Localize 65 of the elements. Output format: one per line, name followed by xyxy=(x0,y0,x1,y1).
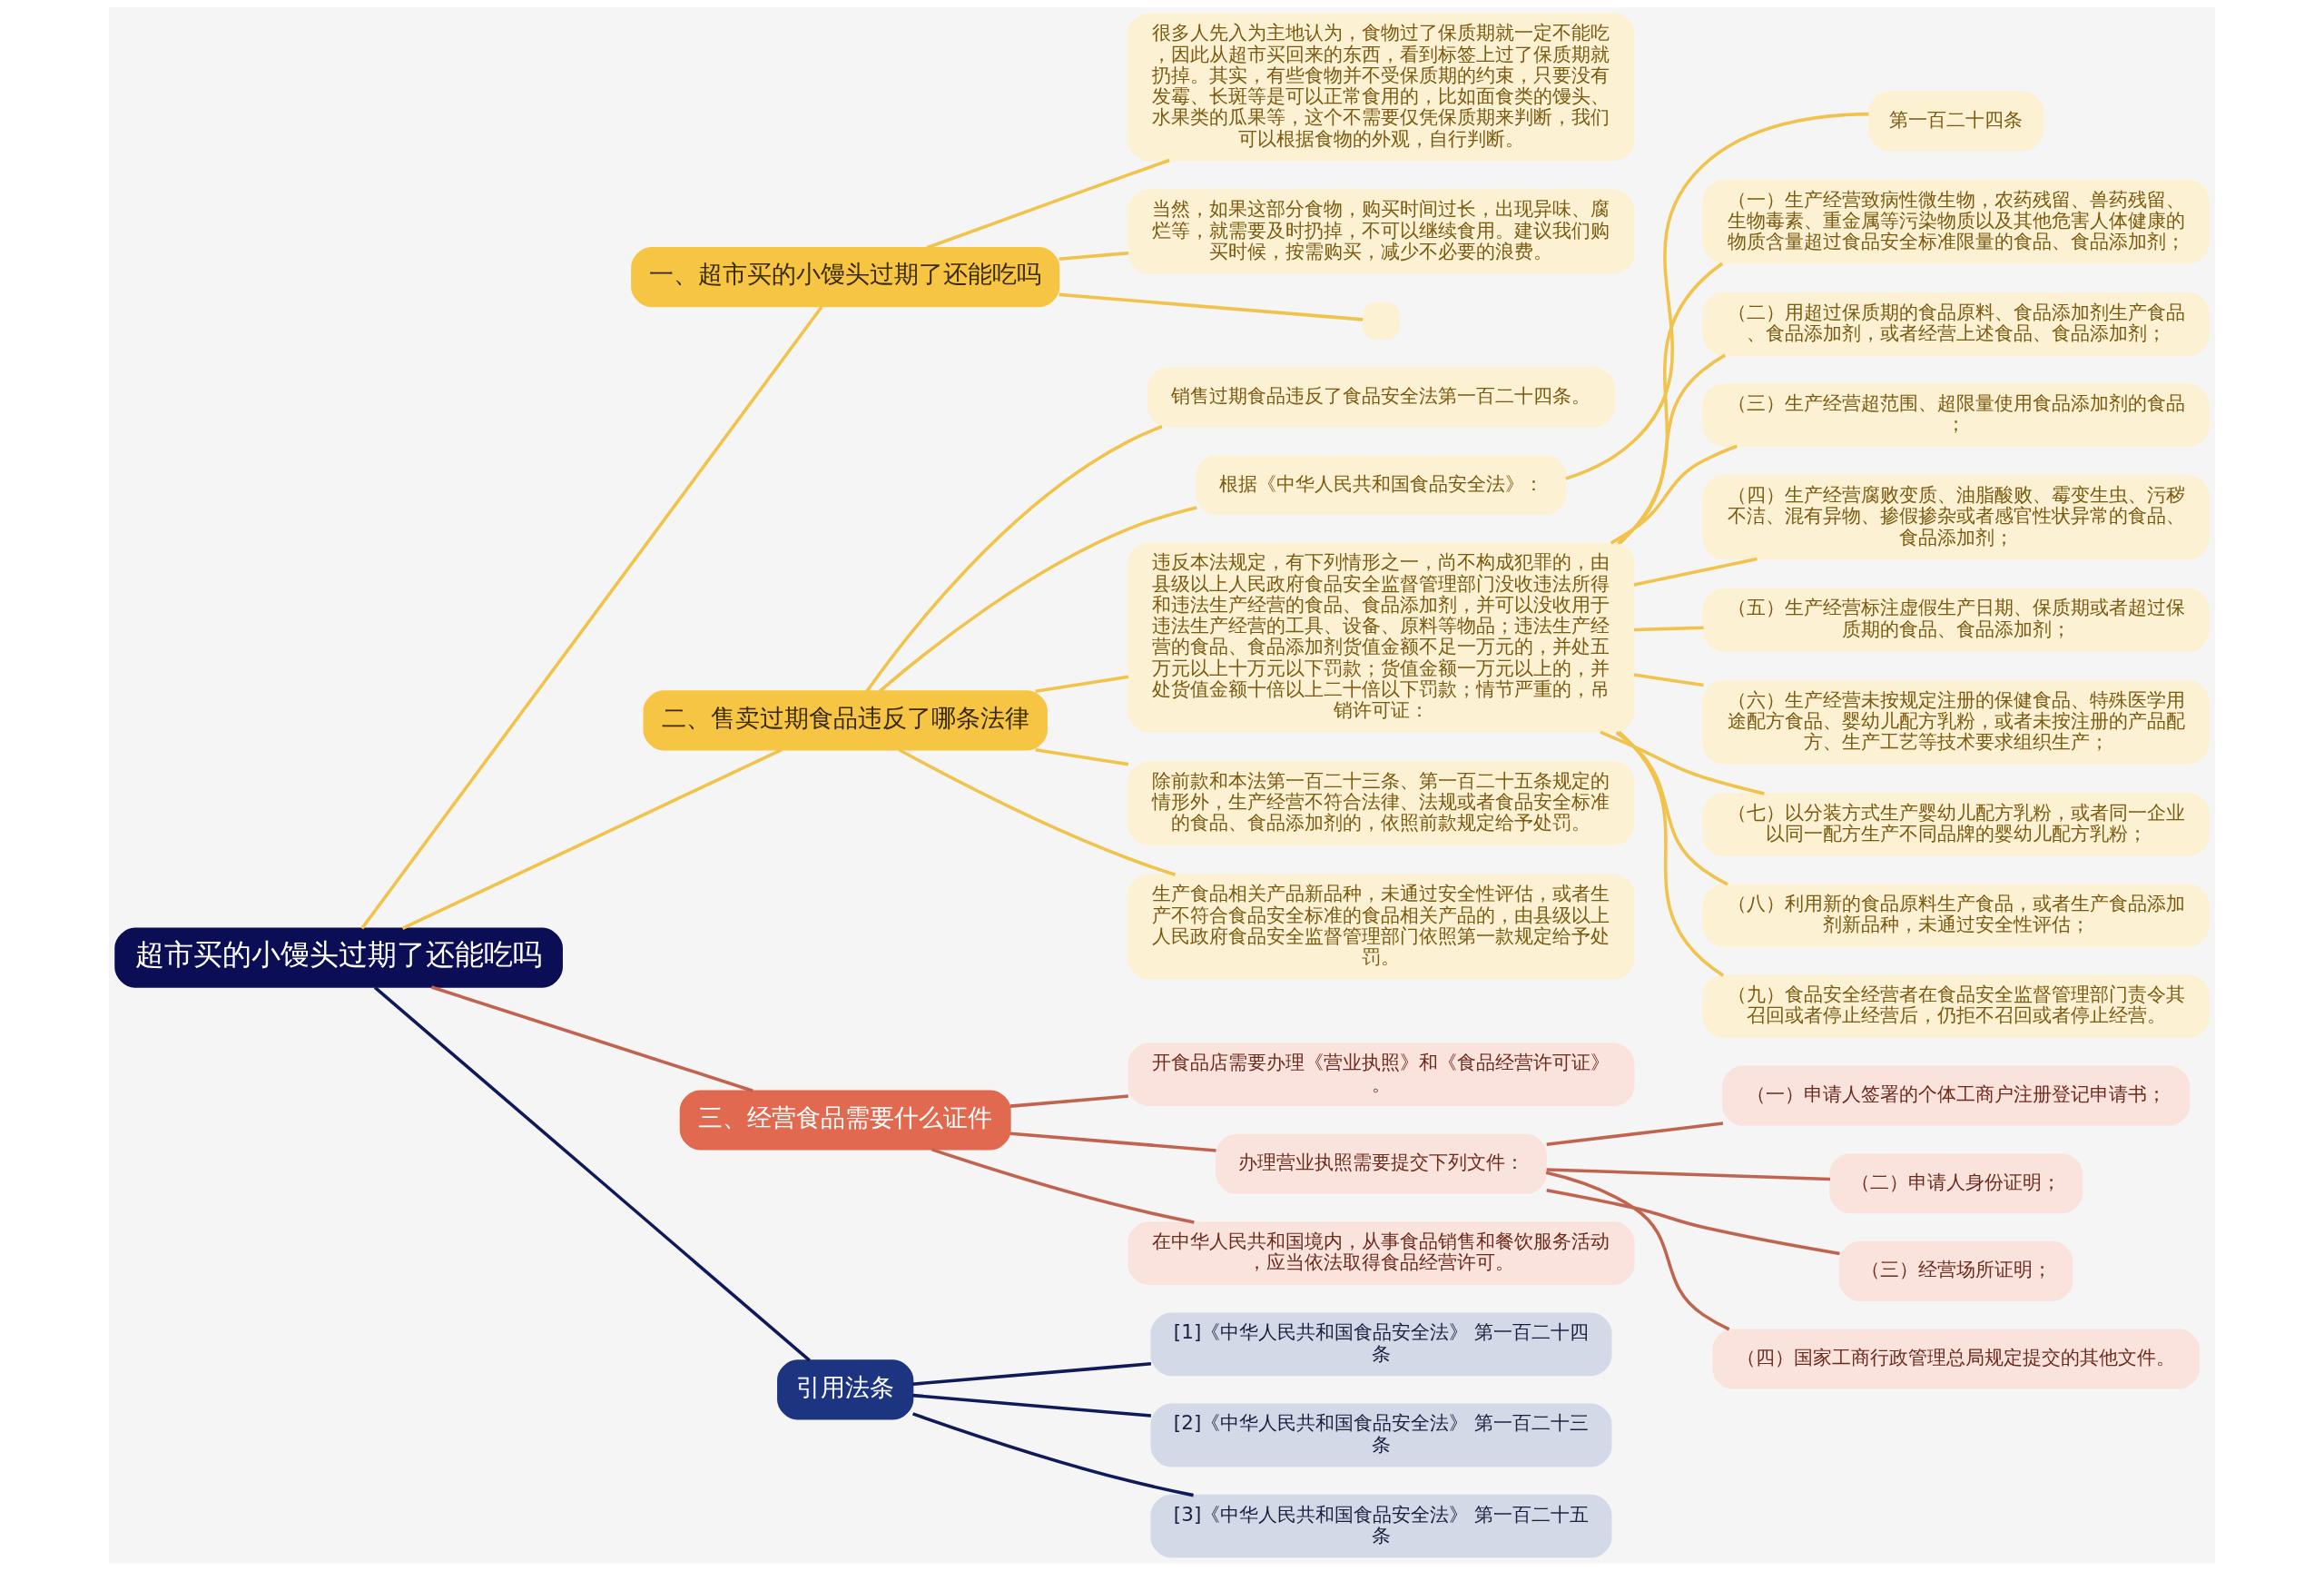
node-box: 引用法条 xyxy=(777,1359,914,1420)
node-box: 超市买的小馒头过期了还能吃吗 xyxy=(114,927,563,988)
connector xyxy=(898,748,1177,876)
connector xyxy=(1610,444,1738,545)
node-box: 三、经营食品需要什么证件 xyxy=(679,1090,1011,1151)
node-box: （七）以分装方式生产婴幼儿配方乳粉，或者同一企业以同一配方生产不同品牌的婴幼儿配方乳粉； xyxy=(1702,793,2210,856)
node-box: （九）食品安全经营者在食品安全监督管理部门责令其召回或者停止经营后，仍拒不召回或者停止经营。 xyxy=(1702,974,2210,1039)
node-box: （六）生产经营未按规定注册的保健食品、特殊医学用途配方食品、婴幼儿配方乳粉，或者未按注册的产品配方、生产工艺等技术要求组织生产； xyxy=(1702,679,2210,765)
node-box: 办理营业执照需要提交下列文件： xyxy=(1216,1133,1547,1194)
node-box: （一）生产经营致病性微生物，农药残留、兽药残留、生物毒素、重金属等污染物质以及其他危害人体健康的物质含量超过食品安全标准限量的食品、食品添加剂； xyxy=(1702,179,2210,264)
connector xyxy=(912,1393,1152,1418)
node-box: 当然，如果这部分食物，购买时间过长，出现异味、腐烂等，就需要及时扔掉，不可以继续食用。建议我们购买时候，按需购买，减少不必要的浪费。 xyxy=(1128,189,1635,274)
node-box: （四）国家工商行政管理总局规定提交的其他文件。 xyxy=(1712,1329,2200,1389)
connector xyxy=(1546,1188,1840,1256)
connector xyxy=(360,306,823,930)
connector xyxy=(1059,251,1129,261)
node-box: 二、售卖过期食品违反了哪条法律 xyxy=(643,690,1048,751)
node-box: （一）申请人签署的个体工商户注册登记申请书； xyxy=(1722,1065,2191,1126)
connector xyxy=(865,425,1163,692)
node-box: （五）生产经营标注虚假生产日期、保质期或者超过保质期的食品、食品添加剂； xyxy=(1702,588,2210,652)
connector xyxy=(1618,730,1725,977)
connector xyxy=(1009,1131,1216,1152)
connector xyxy=(1619,262,1724,545)
node-box: 开食品店需要办理《营业执照》和《食品经营许可证》。 xyxy=(1128,1042,1635,1107)
connector xyxy=(1615,731,1728,886)
node-box: [3]《中华人民共和国食品安全法》 第一百二十五条 xyxy=(1150,1494,1612,1558)
connector xyxy=(1546,1121,1724,1146)
node-box: （八）利用新的食品原料生产食品，或者生产食品添加剂新品种，未通过安全性评估； xyxy=(1702,884,2210,947)
connector xyxy=(1600,730,1765,795)
connector xyxy=(1633,557,1758,587)
node-box: 第一百二十四条 xyxy=(1868,91,2044,152)
connector xyxy=(401,748,783,930)
node-box: 根据《中华人民共和国食品安全法》： xyxy=(1196,455,1567,516)
node-box: （三）生产经营超范围、超限量使用食品添加剂的食品； xyxy=(1702,383,2210,448)
connector xyxy=(1616,353,1727,545)
connector xyxy=(1545,1171,1730,1331)
connector xyxy=(1009,1094,1128,1108)
node-box: （二）申请人身份证明； xyxy=(1829,1153,2083,1214)
connector xyxy=(1633,673,1704,687)
connector xyxy=(373,985,811,1362)
connector xyxy=(1565,112,1869,480)
connector xyxy=(1633,626,1704,632)
node-box: （三）经营场所证明； xyxy=(1838,1240,2073,1301)
node-box: 除前款和本法第一百二十三条、第一百二十五条规定的情形外，生产经营不符合法律、法规或者食品安全标准的食品、食品添加剂的，依照前款规定给予处罚。 xyxy=(1128,761,1635,846)
node-box: （四）生产经营腐败变质、油脂酸败、霉变生虫、污秽不洁、混有异物、掺假掺杂或者感官性状异常的食品、食品添加剂； xyxy=(1702,475,2210,560)
connector xyxy=(879,506,1197,693)
node-box: 一、超市买的小馒头过期了还能吃吗 xyxy=(631,247,1060,308)
connector xyxy=(926,158,1170,250)
node-box: 在中华人民共和国境内，从事食品销售和餐饮服务活动，应当依法取得食品经营许可。 xyxy=(1128,1221,1635,1286)
node-box: [1]《中华人民共和国食品安全法》 第一百二十四条 xyxy=(1150,1312,1612,1377)
connector xyxy=(1035,747,1129,766)
node-box: 销售过期食品违反了食品安全法第一百二十四条。 xyxy=(1147,367,1616,428)
connector xyxy=(911,1412,1194,1497)
connector xyxy=(912,1362,1152,1386)
connector xyxy=(1546,1168,1831,1181)
node-box xyxy=(1362,301,1401,340)
node-box: [2]《中华人民共和国食品安全法》 第一百二十三条 xyxy=(1150,1403,1612,1467)
connector xyxy=(1059,292,1364,321)
node-box: （二）用超过保质期的食品原料、食品添加剂生产食品、食品添加剂，或者经营上述食品、食品添加剂； xyxy=(1702,292,2210,356)
connector xyxy=(931,1148,1195,1224)
node-box: 很多人先入为主地认为，食物过了保质期就一定不能吃，因此从超市买回来的东西，看到标签上过了保质期就扔掉。其实，有些食物并不受保质期的约束，只要没有发霉、长斑等是可以正常食用的，比如面食类的馒头、水果类的瓜果等，这个不需要仅凭保质期来判断，我们可以根据食物的外观，自行判断。 xyxy=(1128,13,1635,162)
node-box: 违反本法规定，有下列情形之一，尚不构成犯罪的，由县级以上人民政府食品安全监督管理部门没收违法所得和违法生产经营的食品、食品添加剂，并可以没收用于违法生产经营的工具、设备、原料等物品；违法生产经营的食品、食品添加剂货值金额不足一万元的，并处五万元以上十万元以下罚款；货值金额一万元以上的，并处货值金额十倍以上二十倍以下罚款；情节严重的，吊销许可证： xyxy=(1128,542,1635,733)
connector xyxy=(430,985,753,1092)
connector xyxy=(1035,675,1129,693)
node-box: 生产食品相关产品新品种，未通过安全性评估，或者生产不符合食品安全标准的食品相关产品的，由县级以上人民政府食品安全监督管理部门依照第一款规定给予处罚。 xyxy=(1128,874,1635,980)
